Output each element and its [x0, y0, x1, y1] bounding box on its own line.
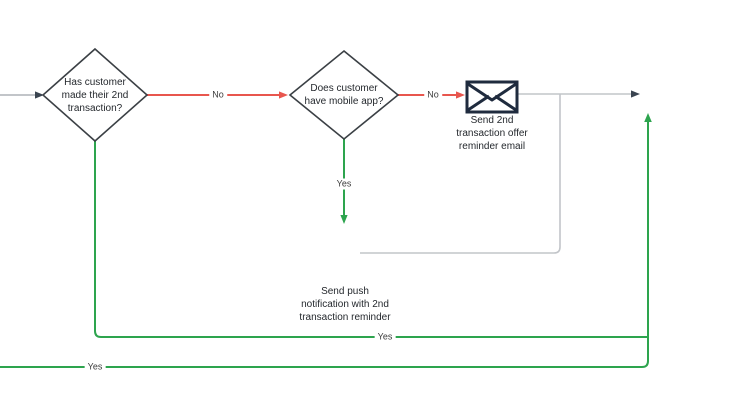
edge-label-yes-transaction: Yes [374, 331, 396, 343]
edge-yes-bottom-loop [0, 122, 649, 368]
decision-mobile-app-shape [288, 49, 400, 141]
envelope-body [465, 80, 519, 114]
arrowhead-incoming [35, 91, 44, 99]
arrowhead-yes-loop-up [644, 113, 652, 122]
edge-label-yes-bottom: Yes [84, 361, 106, 373]
arrowhead-email-out [631, 90, 640, 98]
edge-label-no-2: No [424, 89, 442, 101]
envelope-flap [467, 82, 517, 102]
edge-label-yes-mobile-app: Yes [333, 178, 355, 190]
arrowhead-no-to-email [456, 91, 465, 99]
envelope-icon [465, 80, 519, 114]
decision-2nd-transaction-shape [41, 47, 149, 143]
arrowhead-yes-from-mobile-app [340, 215, 348, 224]
arrowhead-no-to-mobile-app [279, 91, 288, 99]
edge-yes-from-transaction [94, 141, 648, 338]
edge-label-no-1: No [209, 89, 227, 101]
edge-email-to-push [360, 94, 561, 254]
envelope-folds [467, 94, 517, 112]
